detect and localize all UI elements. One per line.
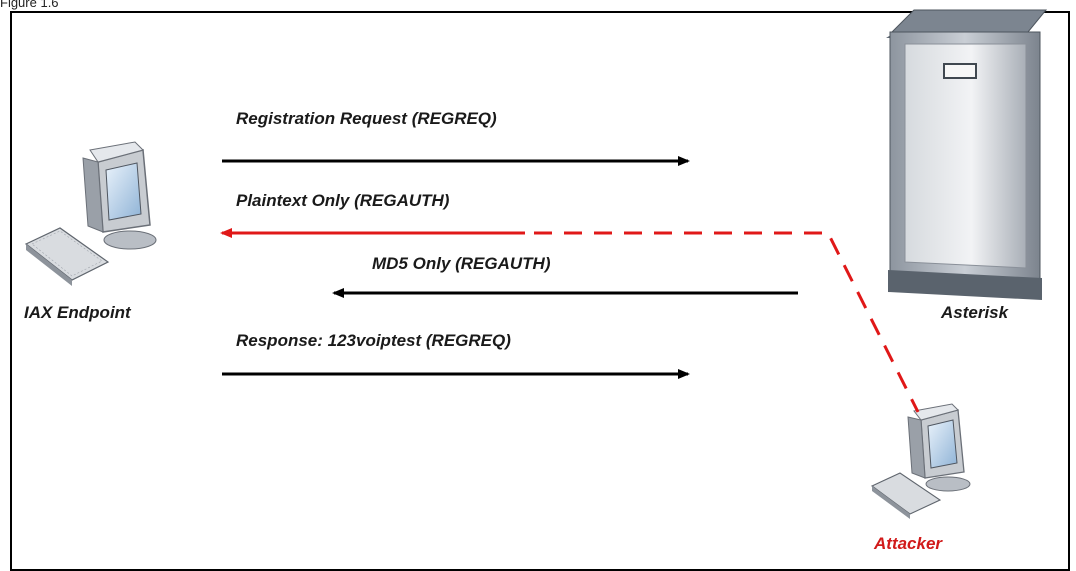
figure-caption: Figure 1.6: [0, 0, 59, 10]
message-label-response: Response: 123voiptest (REGREQ): [236, 331, 511, 350]
node-label-endpoint: IAX Endpoint: [24, 303, 131, 322]
node-label-attacker: Attacker: [874, 534, 943, 553]
attacker-computer-icon: [870, 403, 971, 519]
node-label-server: Asterisk: [941, 303, 1009, 322]
attack-path-dashed: [534, 231, 920, 413]
diagram-canvas: [24, 9, 1048, 519]
message-label-registration-request: Registration Request (REGREQ): [236, 109, 497, 128]
server-icon: [886, 9, 1048, 300]
endpoint-computer-icon: [24, 141, 157, 286]
message-label-md5-only: MD5 Only (REGAUTH): [372, 254, 551, 273]
message-label-plaintext-only: Plaintext Only (REGAUTH): [236, 191, 450, 210]
